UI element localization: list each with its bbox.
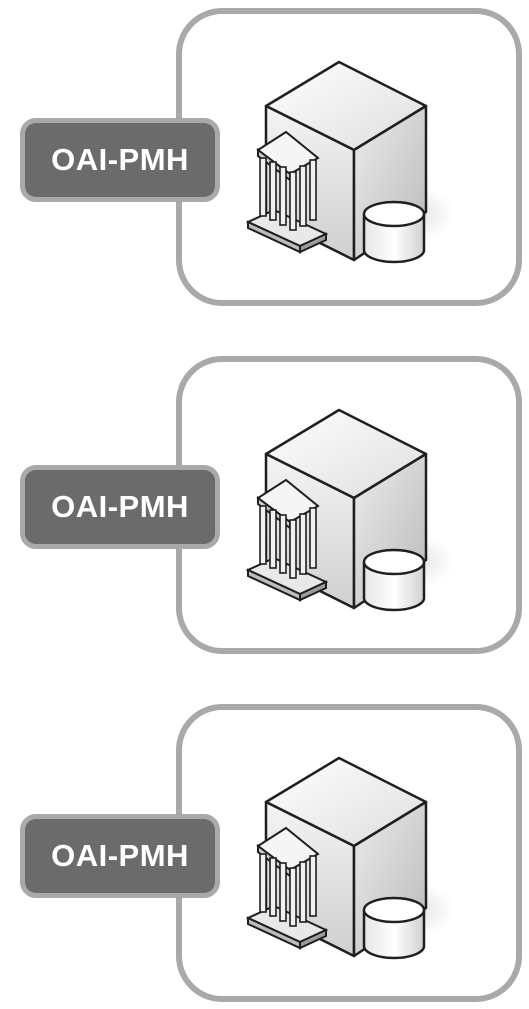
repository-card	[176, 704, 522, 1002]
repository-server-icon	[234, 750, 454, 970]
repository-card	[176, 356, 522, 654]
oai-pmh-label: OAI-PMH	[20, 118, 220, 202]
oai-pmh-label: OAI-PMH	[20, 814, 220, 898]
repository-card	[176, 8, 522, 306]
repository-server-icon	[234, 402, 454, 622]
repository-server-icon	[234, 54, 454, 274]
oai-pmh-label: OAI-PMH	[20, 465, 220, 549]
